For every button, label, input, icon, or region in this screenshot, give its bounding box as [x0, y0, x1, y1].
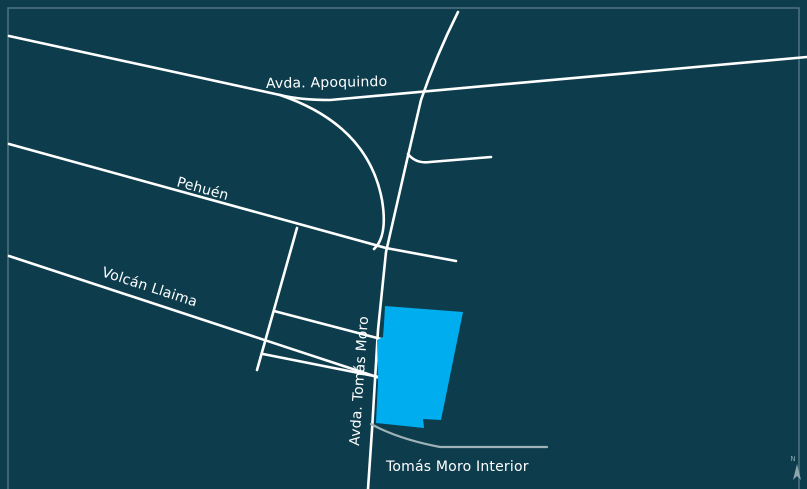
road-local-upper	[272, 309, 383, 341]
label-pehuen: Pehuén	[175, 174, 230, 204]
north-arrow-icon	[793, 464, 801, 480]
road-local-connector	[255, 226, 299, 372]
label-tomas-moro: Avda. Tomás Moro	[347, 316, 372, 447]
road-east-spur	[406, 152, 493, 164]
road-apoquindo	[7, 34, 807, 102]
compass: N	[790, 455, 801, 480]
compass-letter: N	[790, 455, 795, 463]
road-local-lower	[261, 352, 381, 379]
label-apoquindo: Avda. Apoquindo	[266, 74, 388, 92]
road-connector-curve	[278, 93, 386, 251]
road-tomas-moro-interior	[369, 422, 549, 449]
label-tomas-moro-interior: Tomás Moro Interior	[385, 459, 529, 475]
road-volcan-llaima	[7, 254, 382, 380]
road-tomas-moro	[366, 10, 460, 489]
road-pehuen	[7, 142, 458, 263]
property-parcel	[376, 306, 463, 428]
map-frame	[7, 7, 800, 489]
label-volcan-llaima: Volcán Llaima	[100, 265, 200, 311]
